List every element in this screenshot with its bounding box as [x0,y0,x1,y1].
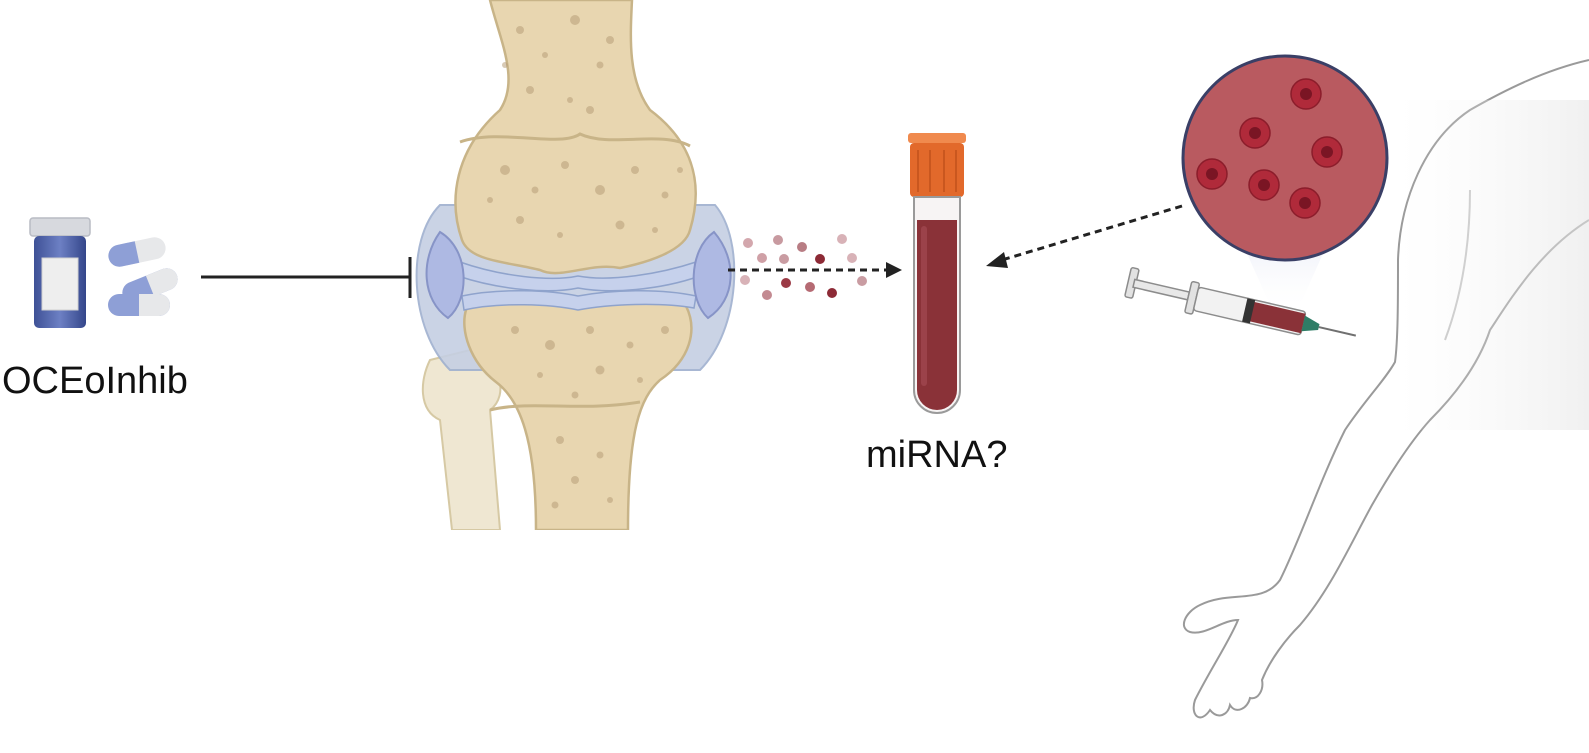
blood-tube-icon [908,133,966,413]
capsule-icon [106,235,181,316]
mirna-particles [740,234,867,300]
red-blood-cells-magnified [1183,56,1387,305]
mirna-label: miRNA? [866,436,1007,474]
drug-label: OCEoInhib [2,362,188,400]
pill-bottle-icon [30,218,90,328]
syringe-icon [1124,267,1359,351]
inhibition-arrow [201,257,410,298]
sampling-arrow [986,206,1182,268]
secretion-arrow [728,262,902,278]
knee-joint-illustration [417,0,735,530]
